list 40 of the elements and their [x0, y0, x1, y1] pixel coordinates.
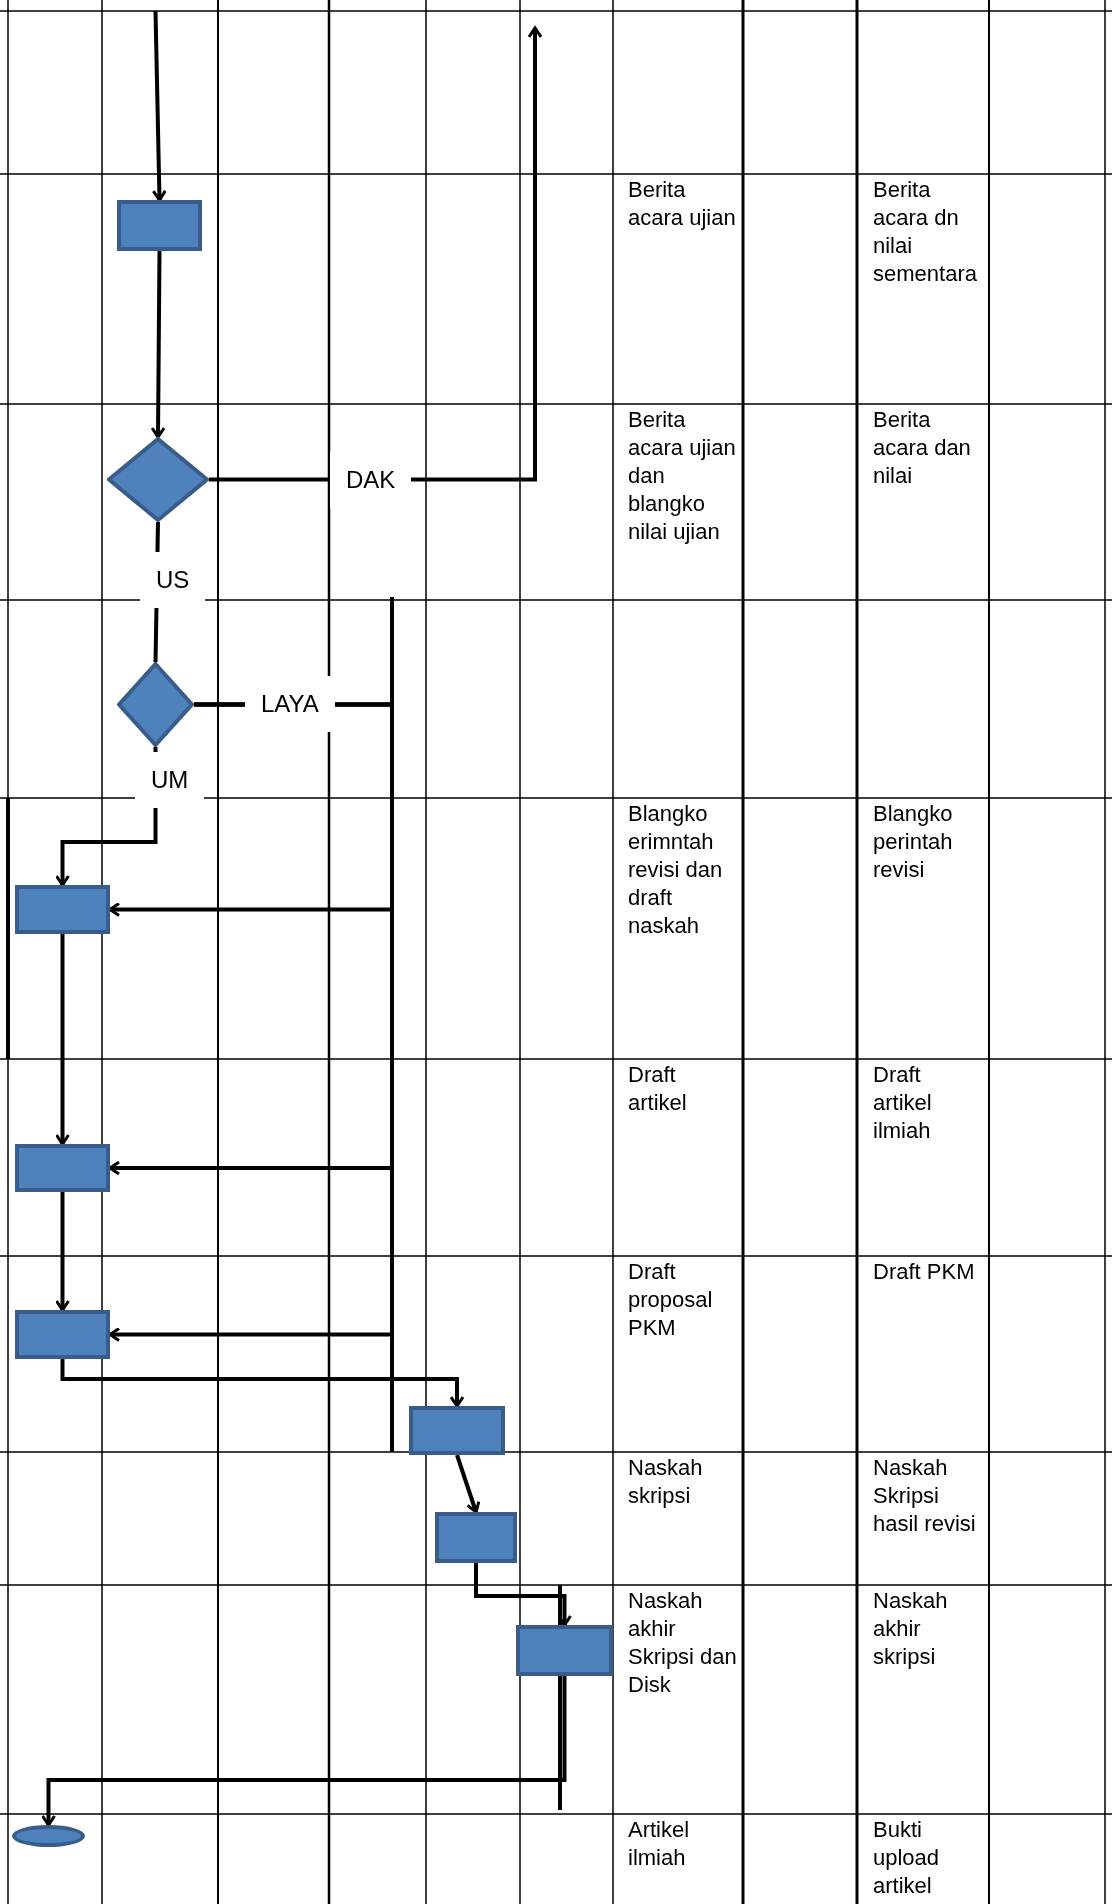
- cell-text: Artikel ilmiah: [628, 1816, 691, 1872]
- arrow: [55, 1192, 70, 1312]
- cell-text: Draft proposal PKM: [628, 1258, 714, 1342]
- cell-text: Draft PKM: [873, 1258, 976, 1286]
- process-box: [15, 1144, 110, 1192]
- cell-text: Berita acara ujian: [628, 176, 737, 232]
- terminator-ellipse: [12, 1825, 85, 1847]
- cell-text: Blangko perintah revisi: [873, 800, 954, 884]
- arrow: [41, 1676, 567, 1827]
- cell-text: Naskah skripsi: [628, 1454, 704, 1510]
- cell-text: Naskah akhir skripsi: [873, 1587, 949, 1671]
- process-box: [516, 1625, 613, 1676]
- process-box: [409, 1406, 505, 1455]
- arrow: [108, 702, 394, 1342]
- cell-text: Blangko erimntah revisi dan draft naskah: [628, 800, 724, 940]
- cell-text: Draft artikel ilmiah: [873, 1061, 933, 1145]
- process-box: [117, 200, 202, 251]
- process-box: [435, 1512, 517, 1563]
- decision-diamond: [107, 437, 209, 522]
- arrow: [209, 26, 543, 482]
- cell-text: Naskah akhir Skripsi dan Disk: [628, 1587, 738, 1699]
- edge-label: US: [140, 552, 206, 608]
- process-box: [15, 1310, 110, 1359]
- edge-label: UM: [135, 752, 205, 808]
- cell-text: Naskah Skripsi hasil revisi: [873, 1454, 977, 1538]
- arrow: [455, 1454, 481, 1514]
- cell-text: Draft artikel: [628, 1061, 688, 1117]
- edge-label: LAYA: [245, 676, 335, 732]
- edge-label: DAK: [330, 452, 412, 508]
- cell-text: Bukti upload artikel: [873, 1816, 941, 1900]
- arrow: [474, 1563, 572, 1627]
- cell-text: Berita acara dan nilai: [873, 406, 972, 490]
- cell-text: Berita acara ujian dan blangko nilai ujian: [628, 406, 737, 546]
- arrow: [55, 934, 70, 1146]
- cell-text: Berita acara dn nilai sementara: [873, 176, 978, 288]
- arrow: [151, 10, 167, 202]
- decision-diamond: [117, 662, 194, 747]
- arrow: [150, 251, 166, 439]
- arrow: [60, 1359, 465, 1408]
- process-box: [15, 885, 110, 934]
